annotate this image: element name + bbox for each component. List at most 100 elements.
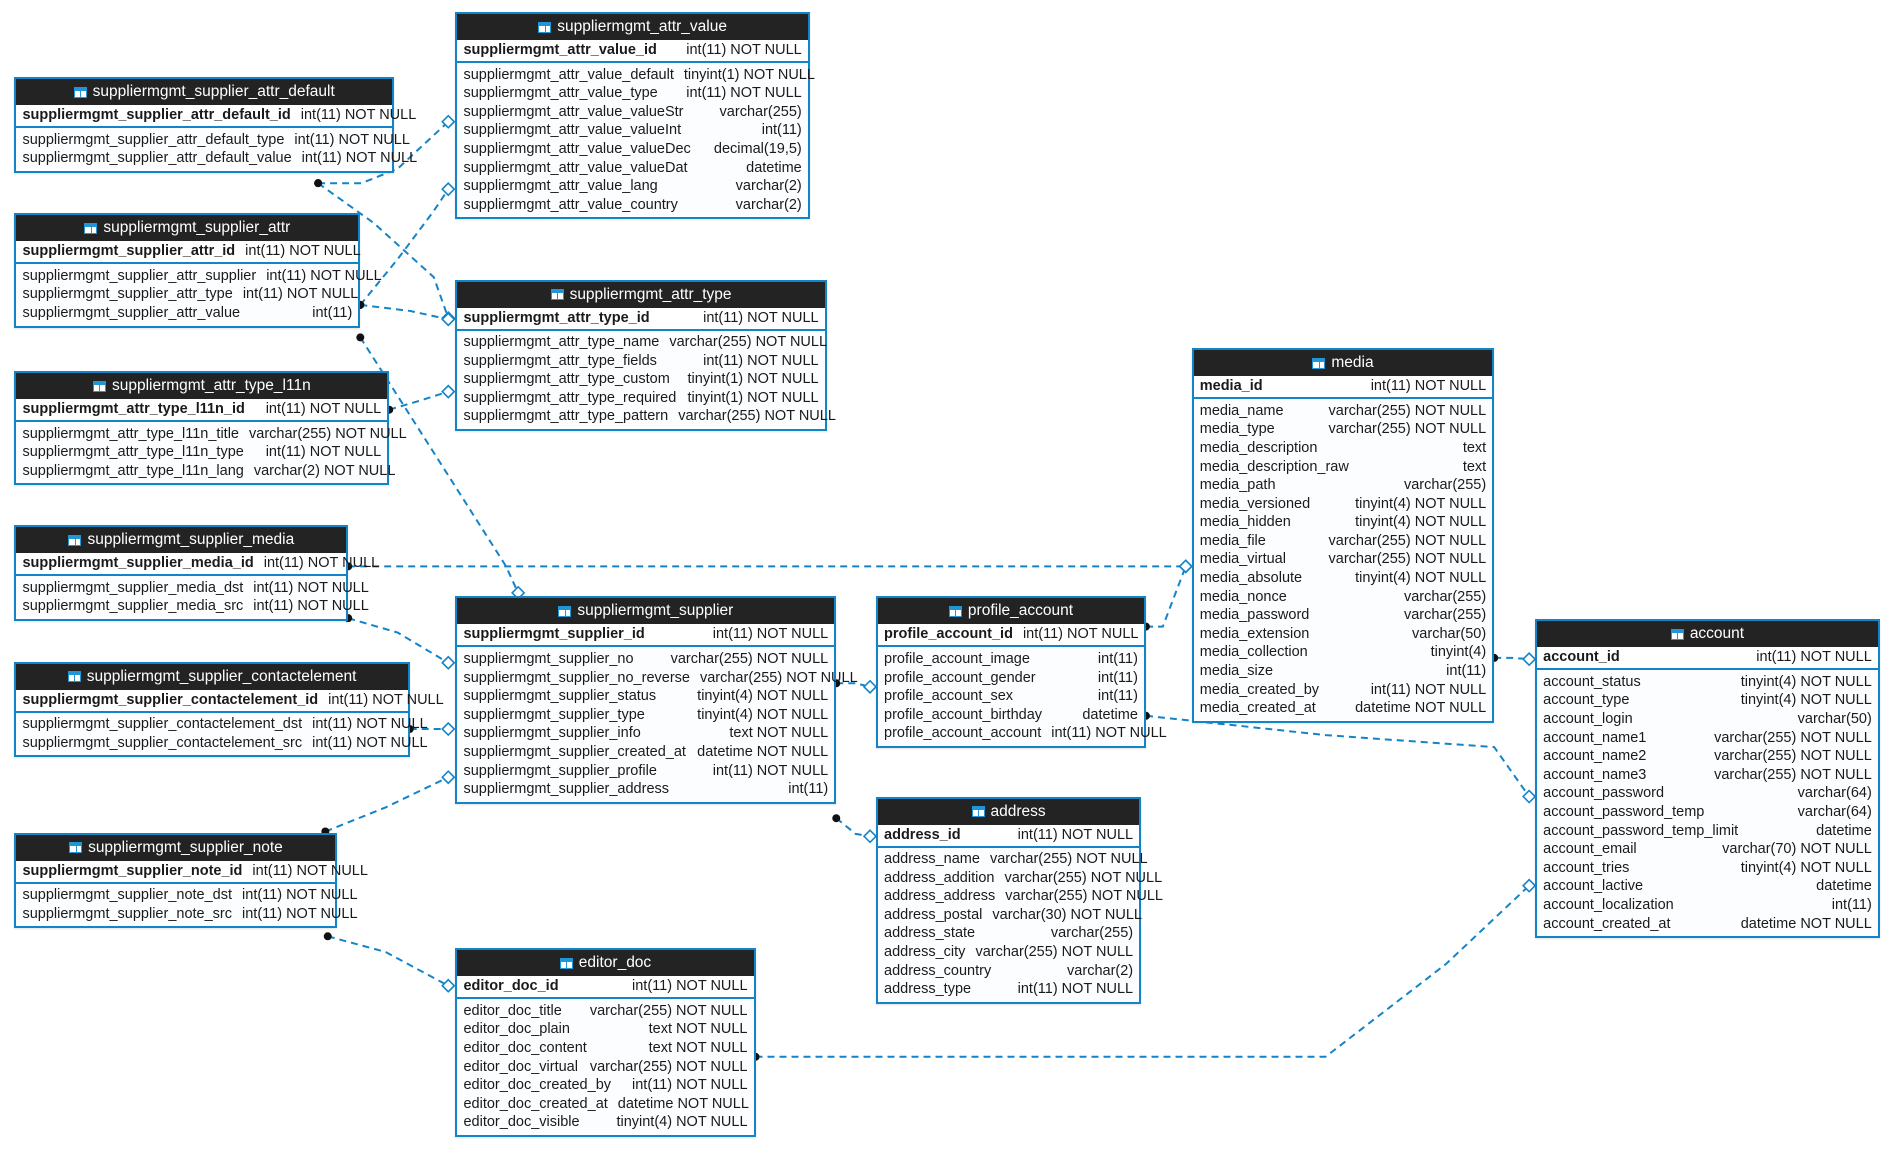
column-row[interactable]: suppliermgmt_supplier_contactelement_src… [16,734,427,753]
column-row[interactable]: suppliermgmt_supplier_contactelement_dst… [16,715,427,734]
column-row[interactable]: suppliermgmt_supplier_attr_default_value… [16,149,417,168]
